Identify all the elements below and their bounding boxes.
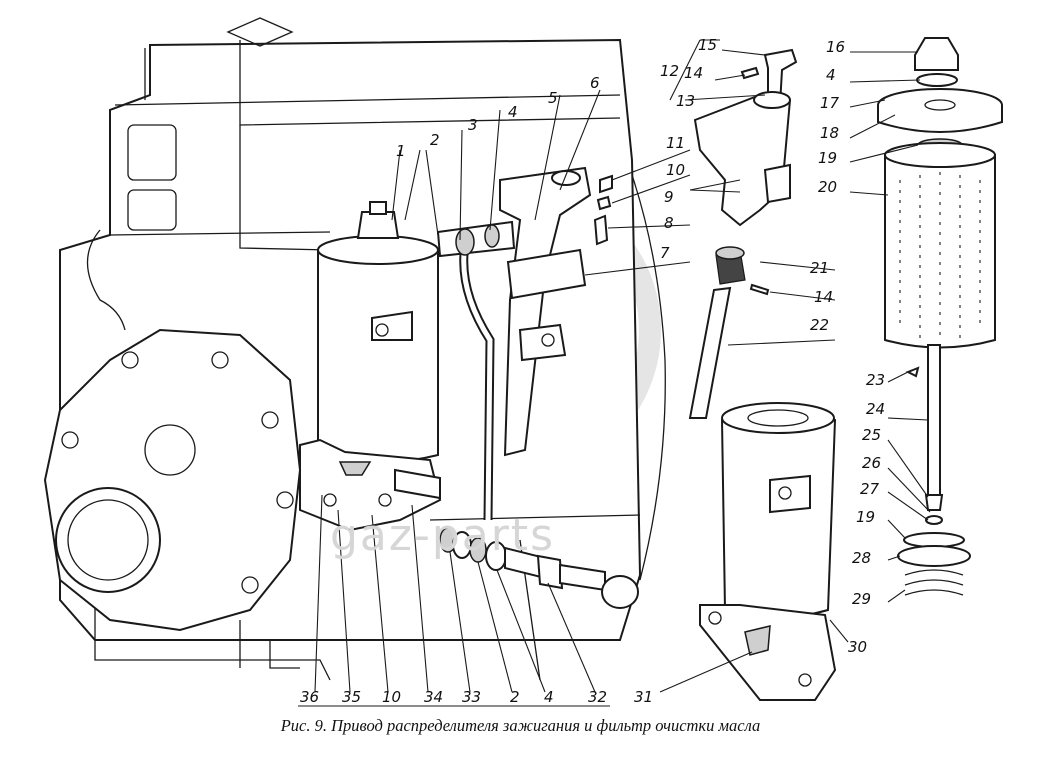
callout-19a: 19	[818, 149, 837, 167]
callout-35: 35	[342, 688, 361, 706]
callout-31: 31	[634, 688, 653, 706]
callout-23: 23	[866, 371, 885, 389]
callout-2b: 2	[510, 688, 520, 706]
callout-21: 21	[810, 259, 829, 277]
callout-14b: 14	[814, 288, 833, 306]
callout-7: 7	[660, 244, 670, 262]
callout-4: 4	[508, 103, 518, 121]
callout-1: 1	[396, 142, 406, 160]
callout-34: 34	[424, 688, 443, 706]
callout-25: 25	[862, 426, 881, 444]
callout-11: 11	[666, 134, 685, 152]
callout-24: 24	[866, 400, 885, 418]
callout-19b: 19	[856, 508, 875, 526]
callout-28: 28	[852, 549, 871, 567]
callout-17: 17	[820, 94, 840, 112]
callout-4c: 4	[544, 688, 554, 706]
callout-27: 27	[860, 480, 880, 498]
callout-15: 15	[698, 36, 717, 54]
callout-4b: 4	[826, 66, 836, 84]
watermark-text: gaz-parts	[330, 510, 556, 561]
callout-5: 5	[548, 89, 558, 107]
figure-caption: Рис. 9. Привод распределителя зажигания …	[280, 716, 761, 735]
callout-22: 22	[810, 316, 829, 334]
callout-10b: 10	[382, 688, 401, 706]
callout-labels: 1 2 3 4 5 6 7 8 9 10 11 12 13 14 15 16 4…	[300, 36, 885, 706]
callout-32: 32	[588, 688, 607, 706]
callout-13: 13	[676, 92, 695, 110]
distributor-drive-housing	[499, 166, 592, 457]
filter-element-stack	[877, 37, 1003, 596]
filter-housing-exploded	[699, 402, 837, 701]
callout-6: 6	[590, 74, 600, 92]
drive-parts-exploded	[593, 48, 798, 419]
callout-8: 8	[664, 214, 674, 232]
callout-26: 26	[862, 454, 881, 472]
callout-14a: 14	[684, 64, 703, 82]
callout-18: 18	[820, 124, 839, 142]
lower-fittings	[439, 527, 639, 609]
callout-36: 36	[300, 688, 319, 706]
callout-16: 16	[826, 38, 845, 56]
callout-29: 29	[852, 590, 871, 608]
callout-20: 20	[818, 178, 837, 196]
callout-2: 2	[430, 131, 440, 149]
callout-12: 12	[660, 62, 679, 80]
oil-filter-assembled	[299, 201, 442, 532]
timing-cover	[43, 328, 302, 632]
callout-33: 33	[462, 688, 481, 706]
callout-leaders	[298, 39, 931, 707]
callout-3: 3	[468, 116, 478, 134]
callout-9: 9	[664, 188, 674, 206]
callout-10: 10	[666, 161, 685, 179]
callout-30: 30	[848, 638, 867, 656]
oil-pipe	[436, 220, 516, 521]
